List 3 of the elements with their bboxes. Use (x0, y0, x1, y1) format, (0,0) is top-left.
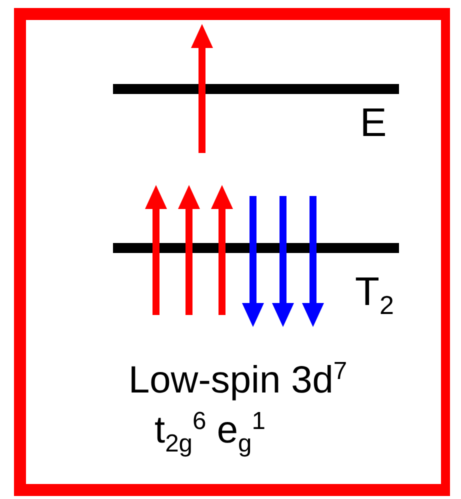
level-label: E (360, 103, 387, 143)
configuration-label: Low-spin 3d$^{7}$ (128, 360, 348, 400)
level-label: T$_{2}$ (355, 272, 394, 318)
